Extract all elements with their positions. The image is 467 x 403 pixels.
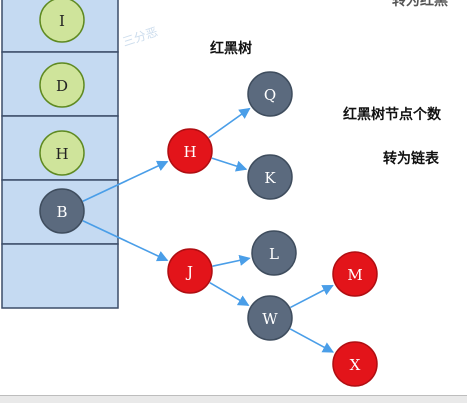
bucket-node-d: D	[39, 62, 85, 108]
tree-node-l-label: L	[269, 245, 279, 263]
bucket-node-i: I	[39, 0, 85, 43]
tree-node-w-circle	[247, 295, 293, 341]
note-line-2: 转为链表	[383, 151, 439, 167]
edge-w-x	[289, 328, 334, 353]
top-cut-text: 转为红黑	[392, 0, 448, 9]
tree-nodes: I D H B H Q K J L W M X	[39, 0, 378, 387]
edge-h-q	[208, 107, 251, 139]
tree-node-l-circle	[251, 230, 297, 276]
bucket-node-h1-label: H	[55, 145, 68, 163]
bottom-strip	[0, 395, 467, 403]
tree-node-k-circle	[247, 154, 293, 200]
tree-title: 红黑树	[210, 41, 252, 57]
bucket-node-i-circle	[39, 0, 85, 43]
bucket-node-h1-circle	[39, 130, 85, 176]
tree-node-j-label: J	[185, 263, 193, 281]
edge-j-w	[209, 281, 250, 307]
bucket-node-b-label: B	[56, 203, 67, 221]
bucket-node-i-label: I	[59, 12, 65, 30]
tree-node-q-label: Q	[264, 86, 276, 104]
tree-node-q-circle	[247, 71, 293, 117]
tree-node-x-label: X	[350, 356, 361, 374]
tree-node-j: J	[167, 248, 213, 294]
tree-node-x-circle	[332, 341, 378, 387]
tree-node-k-label: K	[264, 169, 276, 187]
tree-node-m: M	[332, 251, 378, 297]
edge-b-h	[82, 160, 169, 202]
tree-node-m-label: M	[347, 266, 362, 284]
edge-b-j	[82, 220, 169, 262]
tree-node-x: X	[332, 341, 378, 387]
tree-node-m-circle	[332, 251, 378, 297]
bucket-slot-4	[1, 243, 119, 309]
tree-edges	[82, 107, 334, 353]
edge-h-k	[211, 157, 248, 172]
tree-node-h-circle	[167, 128, 213, 174]
bucket-node-d-label: D	[56, 77, 68, 95]
tree-node-h: H	[167, 128, 213, 174]
tree-node-w: W	[247, 295, 293, 341]
edge-j-l	[212, 254, 251, 267]
tree-node-j-circle	[167, 248, 213, 294]
tree-node-l: L	[251, 230, 297, 276]
bucket-node-h1: H	[39, 130, 85, 176]
note-line-1: 红黑树节点个数	[343, 107, 441, 123]
tree-node-k: K	[247, 154, 293, 200]
tree-node-h-label: H	[183, 143, 196, 161]
tree-node-w-label: W	[262, 310, 278, 328]
tree-node-q: Q	[247, 71, 293, 117]
edge-w-m	[290, 284, 334, 309]
bucket-node-b-circle	[39, 188, 85, 234]
bucket-node-b: B	[39, 188, 85, 234]
bucket-node-d-circle	[39, 62, 85, 108]
